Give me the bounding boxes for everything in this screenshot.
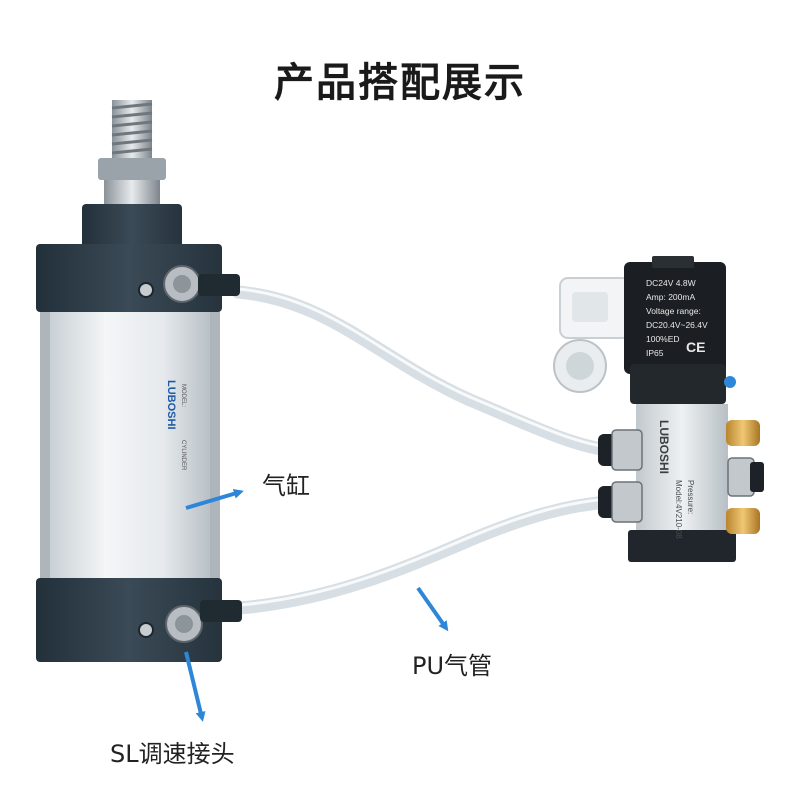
coil-spec-line6: IP65: [646, 348, 664, 358]
spring-icon: [111, 102, 153, 155]
coil-spec-line2: Amp: 200mA: [646, 292, 695, 302]
bottom-endcap-bolt: [138, 622, 154, 638]
valve-fitting-right: [727, 457, 764, 497]
valve-body: [636, 404, 728, 554]
tie-rod-left: [40, 312, 50, 580]
page-title: 产品搭配展示: [274, 60, 526, 106]
arrow-pu-tube: [416, 586, 449, 632]
air-cylinder: LUBOSHI MODEL: CYLINDER: [36, 100, 242, 662]
coil-body: [624, 262, 726, 374]
rod-nut: [98, 158, 166, 180]
pu-tube-callout-label: PU气管: [412, 652, 493, 680]
valve-fitting-upper: [598, 429, 643, 471]
cylinder-model-tag: MODEL:: [180, 384, 186, 407]
coil-spec-line4: DC20.4V~26.4V: [646, 320, 708, 330]
manual-override-button: [724, 376, 736, 388]
rod-collar: [104, 180, 160, 206]
coil-top-nut: [652, 256, 694, 268]
top-endcap-neck: [82, 204, 182, 248]
pu-tube-group: [231, 285, 615, 615]
valve-pressure-text: Pressure:: [686, 480, 695, 514]
coil-spec-plate: DC24V 4.8W Amp: 200mA Voltage range: DC2…: [646, 278, 708, 358]
coil-spec-line1: DC24V 4.8W: [646, 278, 696, 288]
top-endcap-bolt: [138, 282, 154, 298]
sl-fitting-callout-label: SL调速接头: [110, 740, 235, 768]
callout-arrows: [184, 488, 449, 722]
connector-plug-window: [572, 292, 608, 322]
sl-fitting-top: [163, 265, 240, 303]
cylinder-brand-text: LUBOSHI: [165, 380, 177, 430]
sl-fitting-bottom: [165, 600, 242, 643]
cylinder-callout-label: 气缸: [262, 472, 310, 500]
valve-fitting-lower: [598, 481, 643, 523]
coil-spec-line3: Voltage range:: [646, 306, 701, 316]
valve-model-text: Model:4V210-08: [674, 480, 683, 539]
cylinder-barrel: [50, 312, 210, 580]
solenoid-valve: DC24V 4.8W Amp: 200mA Voltage range: DC2…: [553, 256, 764, 562]
coil-base: [630, 364, 726, 404]
cylinder-spec-text: CYLINDER: [180, 440, 186, 471]
arrow-sl-fitting: [184, 651, 206, 722]
valve-brand-text: LUBOSHI: [657, 420, 671, 474]
muffler-upper: [726, 420, 760, 446]
muffler-lower: [726, 508, 760, 534]
pu-tube-lower-highlight: [239, 497, 609, 607]
ce-mark-text: CE: [686, 339, 705, 355]
coil-spec-line5: 100%ED: [646, 334, 680, 344]
pu-tube-upper: [231, 285, 615, 457]
pu-tube-upper-highlight: [237, 287, 609, 449]
valve-bottom-block: [628, 530, 736, 562]
bottom-endcap: [36, 578, 222, 662]
pu-tube-lower: [233, 495, 615, 615]
arrow-cylinder: [185, 488, 244, 510]
tie-rod-right: [210, 312, 220, 580]
